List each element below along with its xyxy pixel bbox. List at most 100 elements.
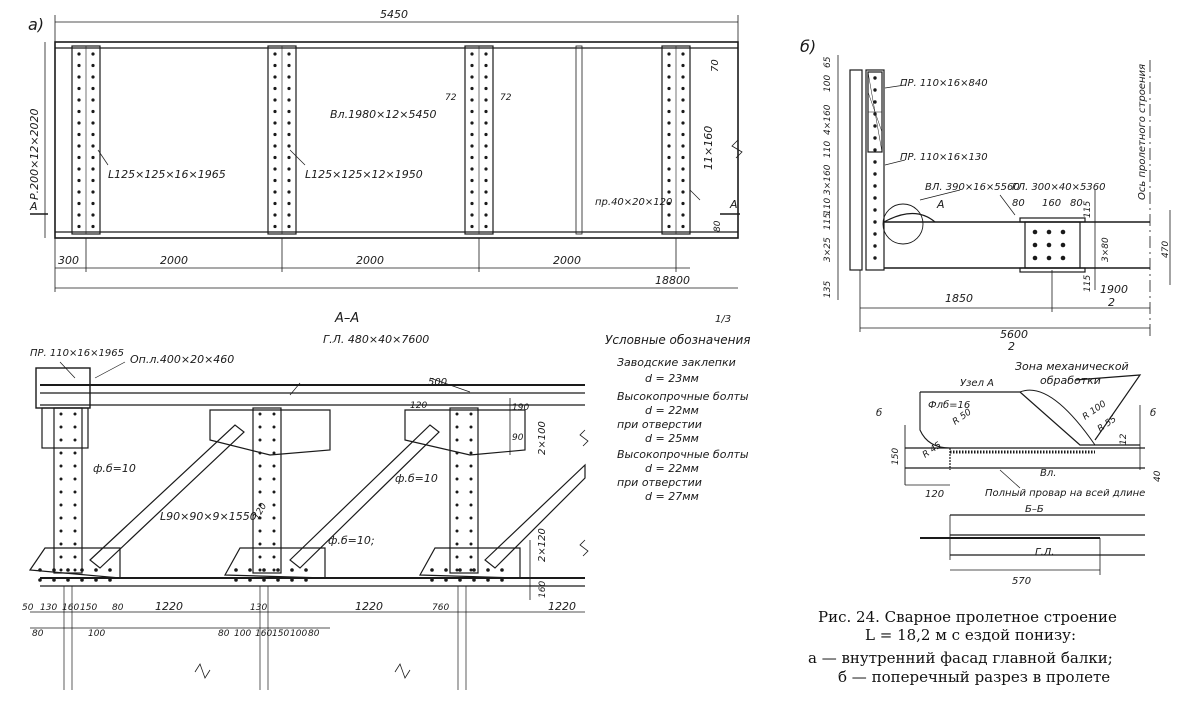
section-bb-title: Б–Б (1025, 504, 1044, 515)
legend-item-3-sub2: при отверстии (617, 476, 702, 489)
rivet (258, 464, 262, 468)
bdim2-160: 160 (255, 629, 272, 639)
rivet (287, 52, 291, 56)
rivet (59, 464, 63, 468)
weld-note: Полный провар на всей длине (985, 488, 1145, 499)
rivet (273, 63, 277, 68)
rivet (52, 568, 56, 572)
dim-2000-b: 2000 (356, 254, 384, 267)
rivet (873, 76, 877, 80)
rivet (91, 109, 95, 114)
bdim-80: 80 (112, 603, 124, 613)
rivet (91, 98, 95, 102)
rivet (873, 256, 877, 260)
rivet (258, 438, 262, 442)
rivet (91, 132, 95, 137)
rivet (470, 190, 474, 194)
legend-item-1-sub: d = 23мм (645, 372, 699, 385)
r100-label: R 100 (1081, 399, 1108, 422)
rivet (470, 121, 474, 125)
rivet (484, 63, 488, 68)
dim-160: 160 (538, 581, 548, 598)
rivet (77, 109, 81, 114)
rivet (469, 555, 473, 559)
rivet (77, 213, 81, 217)
rivet (667, 121, 671, 125)
rivet (273, 144, 277, 148)
rivet (66, 568, 70, 572)
rivet-spacing-dim: 11×160 (702, 126, 715, 170)
rivet (484, 52, 488, 56)
rivet (287, 144, 291, 148)
dim-1900: 1900 (1100, 283, 1128, 296)
rivet (873, 88, 877, 92)
rivet (66, 578, 70, 582)
bdim-150: 150 (80, 603, 97, 613)
rivet (287, 109, 291, 114)
bdim2-100-c: 100 (290, 629, 307, 639)
rivet (667, 155, 671, 160)
rivet (455, 425, 459, 429)
view-a-facade (30, 15, 743, 292)
rivet (304, 568, 308, 572)
rivet (484, 201, 488, 206)
bdim2-100-b: 100 (234, 629, 251, 639)
rivet (469, 529, 473, 533)
rivet (273, 190, 277, 194)
rivet (681, 52, 685, 56)
rivet (52, 578, 56, 582)
rivet (91, 75, 95, 79)
dim-5600-den: 2 (1008, 340, 1015, 353)
rivet (38, 578, 42, 582)
rivet (484, 190, 488, 194)
rivet (73, 412, 77, 416)
rivet (470, 213, 474, 217)
rivet (73, 451, 77, 455)
rivet (681, 109, 685, 114)
dim-120-mid: 120 (252, 501, 269, 521)
rivet (287, 63, 291, 68)
rivet (287, 213, 291, 217)
rivet (484, 178, 488, 183)
rivet (77, 155, 81, 160)
rivet (59, 555, 63, 559)
rivet (91, 155, 95, 160)
rdim-115-b: 115 (1083, 275, 1093, 292)
rivet (73, 438, 77, 442)
rivet (77, 52, 81, 56)
rivet (77, 121, 81, 125)
cross-flange-label: ГЛ. 300×40×5360 (1012, 182, 1105, 193)
dim-2x120: 2×120 (537, 528, 548, 562)
vdim-65: 65 (823, 56, 833, 68)
rivet (681, 121, 685, 125)
rivet (80, 578, 84, 582)
vdim-110: 110 (823, 141, 833, 158)
stiffener-2 (267, 45, 297, 235)
gusset-3-label: ф.б=10; (328, 534, 375, 547)
bdim-1220-a: 1220 (155, 600, 183, 613)
rivet (258, 477, 262, 481)
rivet (470, 52, 474, 56)
rivet (469, 516, 473, 520)
view-b-section (837, 55, 1171, 340)
angle-1-label: L125×125×16×1965 (108, 168, 226, 181)
rivet (273, 155, 277, 160)
rivet (272, 503, 276, 507)
legend-item-2-sub2: при отверстии (617, 418, 702, 431)
rivet (273, 121, 277, 125)
rivet (681, 63, 685, 68)
dim-2000-a: 2000 (160, 254, 188, 267)
rivet (484, 109, 488, 114)
gusset-1-label: ф.б=10 (93, 462, 136, 475)
rivet (469, 477, 473, 481)
rivet (272, 542, 276, 546)
tdim-80-b: 80 (1070, 198, 1083, 209)
rivet (455, 438, 459, 442)
zone-label: Зона механической (1015, 360, 1129, 373)
rivet (273, 86, 277, 91)
overall-length-dim: 5450 (380, 8, 408, 21)
bdim-760: 760 (432, 603, 449, 613)
bdim2-80-c: 80 (308, 629, 320, 639)
rivet (304, 578, 308, 582)
